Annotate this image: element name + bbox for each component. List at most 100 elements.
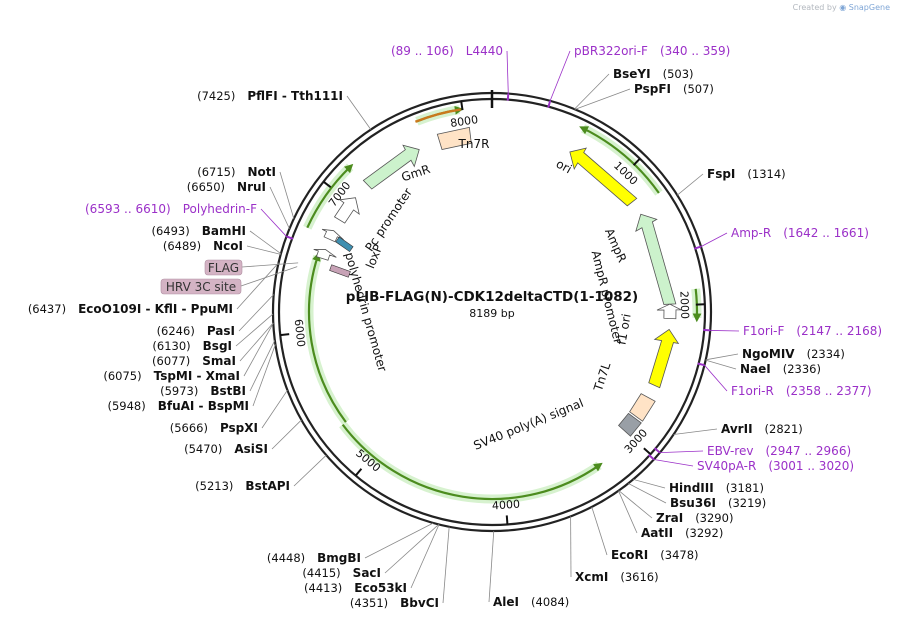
enzyme-site-bsu36i[interactable]: Bsu36I(3219)	[670, 496, 766, 510]
enzyme-site-xcmi[interactable]: XcmI(3616)	[575, 570, 659, 584]
primer-connector	[653, 459, 694, 467]
primer-mark	[286, 235, 294, 240]
enzyme-name: NruI	[237, 180, 266, 194]
enzyme-site-noti[interactable]: (6715)NotI	[197, 165, 276, 179]
enzyme-site-pspxi[interactable]: (5666)PspXI	[170, 421, 258, 435]
enzyme-label-bmgbi: (4448)BmgBI	[267, 551, 361, 565]
primer-amp-r[interactable]: Amp-R(1642 .. 1661)	[731, 226, 869, 240]
enzyme-site-zrai[interactable]: ZraI(3290)	[656, 511, 733, 525]
enzyme-site-alei[interactable]: AleI(4084)	[493, 595, 569, 609]
enzyme-label-pspfi: PspFI(507)	[634, 82, 714, 96]
primer-range: (6593 .. 6610)	[85, 202, 171, 216]
enzyme-site-ecoo109i-kfli-ppumi[interactable]: (6437)EcoO109I - KflI - PpuMI	[28, 302, 233, 316]
enzyme-site-bseyi[interactable]: BseYI(503)	[613, 67, 694, 81]
orf-arrow	[579, 126, 660, 194]
enzyme-site-asisi[interactable]: (5470)AsiSI	[184, 442, 268, 456]
enzyme-site-naei[interactable]: NaeI (2336)	[740, 362, 821, 376]
feature-label-sv40-poly-a-signal: SV40 poly(A) signal	[472, 396, 586, 453]
primer-name: Amp-R	[731, 226, 771, 240]
primer-name: F1ori-F	[743, 324, 784, 338]
tick-label-2000: 2000	[677, 291, 691, 319]
enzyme-label-pspxi: (5666)PspXI	[170, 421, 258, 435]
feature-gmr[interactable]	[362, 144, 420, 190]
tick-7000	[322, 180, 332, 188]
feature-ampr-promoter[interactable]	[656, 303, 682, 320]
enzyme-site-ecori[interactable]: EcoRI(3478)	[611, 548, 699, 562]
feature-pc-promoter[interactable]	[333, 197, 360, 224]
primer-f1ori-f[interactable]: F1ori-F(2147 .. 2168)	[743, 324, 882, 338]
enzyme-site-ngomiv[interactable]: NgoMIV(2334)	[742, 347, 845, 361]
enzyme-site-bbvci[interactable]: (4351)BbvCI	[350, 596, 439, 610]
enzyme-label-xcmi: XcmI(3616)	[575, 570, 659, 584]
enzyme-position: (6715)	[197, 165, 235, 179]
enzyme-site-saci[interactable]: (4415)SacI	[302, 566, 381, 580]
enzyme-position: (4413)	[304, 581, 342, 595]
enzyme-site-pspfi[interactable]: PspFI(507)	[634, 82, 714, 96]
enzyme-label-zrai: ZraI(3290)	[656, 511, 733, 525]
enzyme-connector	[249, 340, 276, 392]
enzyme-position: (2336)	[783, 362, 821, 376]
feature-label-polyhedrin-promoter: polyhedrin promoter	[342, 251, 389, 374]
feature-ori[interactable]	[569, 147, 638, 207]
enzyme-label-eco53ki: (4413)Eco53kI	[304, 581, 407, 595]
primer-name: Polyhedrin-F	[183, 202, 257, 216]
enzyme-name: PspFI	[634, 82, 671, 96]
enzyme-connector	[235, 313, 274, 347]
enzyme-name: XcmI	[575, 570, 608, 584]
enzyme-site-bstbi[interactable]: (5973)BstBI	[160, 384, 246, 398]
feature-polyhedrin-promoter[interactable]	[313, 248, 337, 261]
feature-tn7l[interactable]	[629, 393, 656, 422]
enzyme-connector	[243, 323, 274, 377]
enzyme-label-ecori: EcoRI(3478)	[611, 548, 699, 562]
enzyme-position: (1314)	[747, 167, 785, 181]
primer-ebv-rev[interactable]: EBV-rev(2947 .. 2966)	[707, 444, 851, 458]
feature-sv40-poly-a-signal[interactable]	[618, 412, 642, 437]
enzyme-site-hindiii[interactable]: HindIII(3181)	[669, 481, 764, 495]
enzyme-site-avrii[interactable]: AvrII(2821)	[721, 422, 803, 436]
enzyme-position: (4415)	[302, 566, 340, 580]
feature-loxp[interactable]	[321, 228, 344, 243]
enzyme-site-tspmi-xmai[interactable]: (6075)TspMI - XmaI	[103, 369, 240, 383]
enzyme-position: (5470)	[184, 442, 222, 456]
enzyme-site-bsgi[interactable]: (6130)BsgI	[152, 339, 232, 353]
boxed-feature-flag[interactable]: FLAG	[204, 259, 243, 276]
feature-tn7r[interactable]	[436, 126, 472, 150]
enzyme-connector	[705, 359, 737, 370]
enzyme-site-aatii[interactable]: AatII(3292)	[641, 526, 723, 540]
feature-ampr[interactable]	[635, 213, 677, 305]
enzyme-site-pflfi-tth111i[interactable]: (7425)PflFI - Tth111I	[197, 89, 343, 103]
primer-sv40pa-r[interactable]: SV40pA-R(3001 .. 3020)	[697, 459, 854, 473]
enzyme-label-saci: (4415)SacI	[302, 566, 381, 580]
enzyme-site-pasi[interactable]: (6246)PasI	[157, 324, 235, 338]
primer-pbr322ori-f[interactable]: pBR322ori-F(340 .. 359)	[574, 44, 730, 58]
boxed-feature-hrv-3c-site[interactable]: HRV 3C site	[160, 278, 242, 295]
enzyme-site-smai[interactable]: (6077)SmaI	[152, 354, 236, 368]
enzyme-label-bfuai-bspmi: (5948)BfuAI - BspMI	[107, 399, 249, 413]
enzyme-name: NaeI	[740, 362, 771, 376]
primer-l4440[interactable]: (89 .. 106)L4440	[391, 44, 503, 58]
enzyme-connector	[410, 524, 440, 589]
enzyme-name: HindIII	[669, 481, 714, 495]
enzyme-site-eco53ki[interactable]: (4413)Eco53kI	[304, 581, 407, 595]
enzyme-site-bmgbi[interactable]: (4448)BmgBI	[267, 551, 361, 565]
enzyme-site-nrui[interactable]: (6650)NruI	[187, 180, 266, 194]
enzyme-site-ncoi[interactable]: (6489)NcoI	[163, 239, 243, 253]
primer-f1ori-r[interactable]: F1ori-R(2358 .. 2377)	[731, 384, 872, 398]
enzyme-connector	[384, 524, 439, 574]
primer-name: F1ori-R	[731, 384, 774, 398]
enzyme-site-bamhi[interactable]: (6493)BamHI	[151, 224, 246, 238]
enzyme-position: (7425)	[197, 89, 235, 103]
enzyme-site-bfuai-bspmi[interactable]: (5948)BfuAI - BspMI	[107, 399, 249, 413]
primer-polyhedrin-f[interactable]: (6593 .. 6610) Polyhedrin-F	[85, 202, 257, 216]
enzyme-connector	[618, 490, 653, 519]
enzyme-connector	[676, 173, 704, 196]
enzyme-site-fspi[interactable]: FspI(1314)	[707, 167, 786, 181]
primer-label-amp-r: Amp-R(1642 .. 1661)	[731, 226, 869, 240]
enzyme-site-bstapi[interactable]: (5213)BstAPI	[195, 479, 290, 493]
feature-f1-ori[interactable]	[648, 328, 680, 389]
enzyme-position: (3219)	[728, 496, 766, 510]
enzyme-position: (503)	[663, 67, 694, 81]
tick-4000	[505, 515, 509, 525]
enzyme-connector	[239, 322, 274, 362]
